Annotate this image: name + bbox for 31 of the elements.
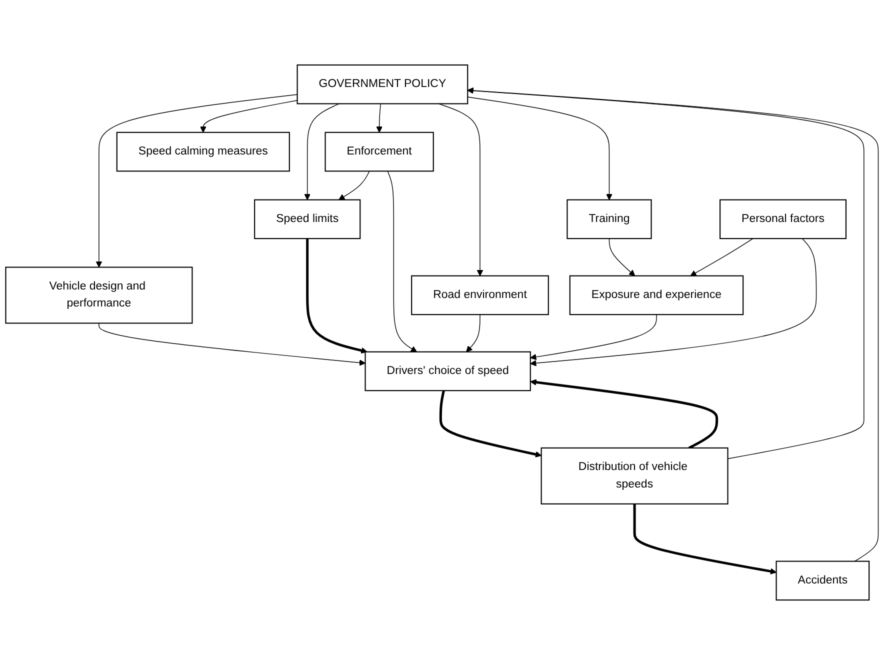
arrow	[690, 238, 754, 276]
arrow	[338, 170, 370, 200]
node-box: Speed calming measures	[116, 132, 290, 172]
arrow	[530, 379, 718, 450]
arrow	[200, 100, 298, 133]
arrow	[96, 94, 298, 268]
arrow	[306, 238, 368, 354]
arrow	[439, 390, 542, 458]
arrow	[438, 103, 484, 276]
arrow	[466, 314, 480, 352]
arrow	[376, 103, 382, 133]
node-box: Speed limits	[254, 199, 361, 240]
arrow	[98, 322, 366, 366]
node-box: Distribution of vehicle speeds	[540, 447, 728, 504]
arrow	[304, 103, 340, 200]
node-box: Exposure and experience	[569, 275, 744, 316]
arrow	[633, 504, 777, 574]
node-box: Accidents	[776, 560, 870, 601]
arrow	[467, 87, 879, 562]
node-box: Drivers' choice of speed	[364, 351, 531, 392]
node-box: Personal factors	[720, 199, 847, 240]
node-box: Vehicle design and performance	[5, 266, 193, 324]
arrow	[387, 170, 417, 352]
arrow	[530, 238, 817, 366]
arrow	[530, 314, 657, 360]
node-box: GOVERNMENT POLICY	[296, 64, 468, 104]
node-box: Enforcement	[324, 132, 434, 172]
node-box: Road environment	[411, 275, 549, 316]
arrow	[608, 238, 636, 276]
arrow	[467, 96, 612, 200]
node-box: Training	[566, 199, 652, 240]
